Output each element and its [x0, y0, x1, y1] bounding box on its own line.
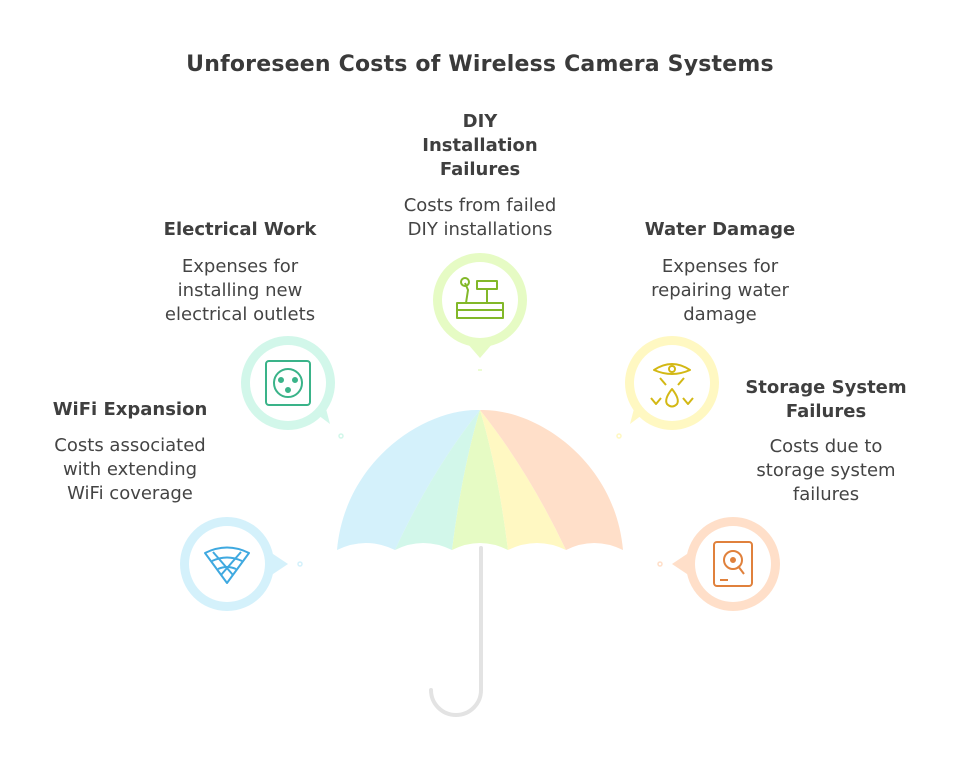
desc-line: Expenses for — [661, 256, 779, 277]
canopy-segment-green — [395, 410, 480, 550]
canopy-segment-blue — [337, 409, 480, 550]
canopy-segment-lime — [452, 410, 508, 550]
desc-water-damage: Expenses for repairing water damage — [620, 255, 820, 327]
desc-line: DIY installations — [407, 219, 553, 240]
desc-line: Costs due to — [769, 436, 883, 457]
bubble-electrical — [241, 336, 335, 430]
desc-line: Expenses for — [181, 256, 299, 277]
label-line: Failures — [439, 159, 521, 180]
connector-dot-electrical — [338, 433, 344, 439]
desc-line: WiFi coverage — [67, 483, 193, 504]
desc-line: damage — [683, 304, 757, 325]
connector-dot-water — [616, 433, 622, 439]
label-line: Storage System — [745, 377, 907, 398]
label-water-damage: Water Damage — [644, 219, 796, 240]
label-storage-system-failures: Storage System Failures — [726, 376, 926, 424]
label-line: DIY — [462, 111, 498, 132]
label-wifi-expansion: WiFi Expansion — [52, 399, 208, 420]
desc-diy-installation-failures: Costs from failed DIY installations — [370, 194, 590, 242]
hard-drive-icon — [713, 541, 753, 587]
label-diy-installation-failures: DIY Installation Failures — [380, 110, 580, 182]
connector-dot-wifi — [297, 561, 303, 567]
connector-dot-storage — [657, 561, 663, 567]
desc-electrical-work: Expenses for installing new electrical o… — [140, 255, 340, 327]
label-line: Installation — [422, 135, 538, 156]
outlet-icon — [265, 360, 311, 406]
canopy-segment-peach — [480, 409, 623, 550]
desc-storage-system-failures: Costs due to storage system failures — [726, 435, 926, 507]
desc-line: repairing water — [651, 280, 789, 301]
canopy-segment-yellow — [480, 410, 566, 550]
desc-line: with extending — [62, 459, 198, 480]
desc-wifi-expansion: Costs associated with extending WiFi cov… — [40, 434, 220, 506]
desc-line: Costs from failed — [403, 195, 557, 216]
bubble-diy — [433, 253, 527, 358]
desc-line: failures — [792, 484, 860, 505]
umbrella-canopy — [337, 409, 623, 550]
wifi-icon — [204, 546, 250, 584]
bubble-storage — [672, 517, 780, 611]
desc-line: Costs associated — [54, 435, 206, 456]
diagram-title: Unforeseen Costs of Wireless Camera Syst… — [186, 52, 774, 77]
bubble-wifi — [180, 517, 288, 611]
umbrella-handle — [429, 546, 483, 717]
label-line: Failures — [785, 401, 867, 422]
label-electrical-work: Electrical Work — [163, 219, 317, 240]
bubble-water — [625, 336, 719, 430]
desc-line: electrical outlets — [164, 304, 316, 325]
tools-icon — [456, 277, 504, 319]
desc-line: installing new — [177, 280, 303, 301]
desc-line: storage system — [756, 460, 896, 481]
water-drop-icon — [650, 363, 694, 408]
